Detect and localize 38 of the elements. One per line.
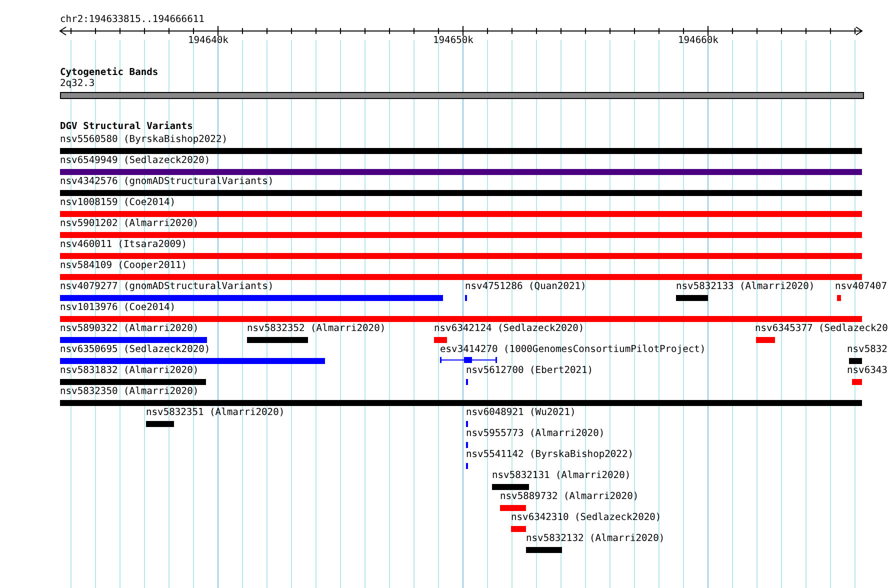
variant-label: nsv5955773 (Almarri2020) <box>466 428 605 440</box>
track-title: Cytogenetic Bands <box>60 67 158 78</box>
variant-label: nsv5889732 (Almarri2020) <box>500 491 639 503</box>
variant-label: nsv407407 <box>835 281 887 293</box>
variant-label: nsv5832351 (Almarri2020) <box>146 407 285 419</box>
variant-label: nsv1013976 (Coe2014) <box>60 302 176 314</box>
variant-label: nsv5890322 (Almarri2020) <box>60 323 199 335</box>
variant-label: esv3414270 (1000GenomesConsortiumPilotProject) <box>440 344 706 356</box>
tick-label: 194640k <box>188 35 228 47</box>
variant-label: nsv6345377 (Sedlazeck20 <box>755 323 888 335</box>
variant-label: nsv6343 <box>847 365 888 377</box>
band-label: 2q32.3 <box>60 78 95 90</box>
tick-label: 194650k <box>433 35 474 47</box>
variant-label: nsv4342576 (gnomADStructuralVariants) <box>60 176 274 188</box>
tick-label: 194660k <box>678 35 718 47</box>
variant-label: nsv4079277 (gnomADStructuralVariants) <box>60 281 274 293</box>
variant-label: nsv5541142 (ByrskaBishop2022) <box>466 449 634 461</box>
variant-label: nsv6342124 (Sedlazeck2020) <box>434 323 584 335</box>
variant-label: nsv6048921 (Wu2021) <box>466 407 576 419</box>
variant-label: nsv5832131 (Almarri2020) <box>492 470 631 482</box>
variant-label: nsv5832132 (Almarri2020) <box>526 533 665 545</box>
variant-label: nsv6549949 (Sedlazeck2020) <box>60 155 210 167</box>
variant-label: nsv5560580 (ByrskaBishop2022) <box>60 134 228 146</box>
variant-label: nsv4751286 (Quan2021) <box>465 281 586 293</box>
position-label: chr2:194633815..194666611 <box>60 14 204 26</box>
track-title: DGV Structural Variants <box>60 121 193 133</box>
variant-label: nsv5832350 (Almarri2020) <box>60 386 199 398</box>
variant-label: nsv5832133 (Almarri2020) <box>676 281 815 293</box>
variant-label: nsv5612700 (Ebert2021) <box>466 365 594 377</box>
variant-label: nsv460011 (Itsara2009) <box>60 239 188 251</box>
variant-label: nsv584109 (Cooper2011) <box>60 260 188 272</box>
variant-label: nsv6342310 (Sedlazeck2020) <box>511 512 662 524</box>
variant-label: nsv5831832 (Almarri2020) <box>60 365 199 377</box>
variant-label: nsv6350695 (Sedlazeck2020) <box>60 344 210 356</box>
variant-label: nsv5832352 (Almarri2020) <box>247 323 386 335</box>
variant-label: nsv5832 <box>847 344 888 356</box>
variant-label: nsv5901202 (Almarri2020) <box>60 218 199 230</box>
variant-label: nsv1008159 (Coe2014) <box>60 197 176 209</box>
